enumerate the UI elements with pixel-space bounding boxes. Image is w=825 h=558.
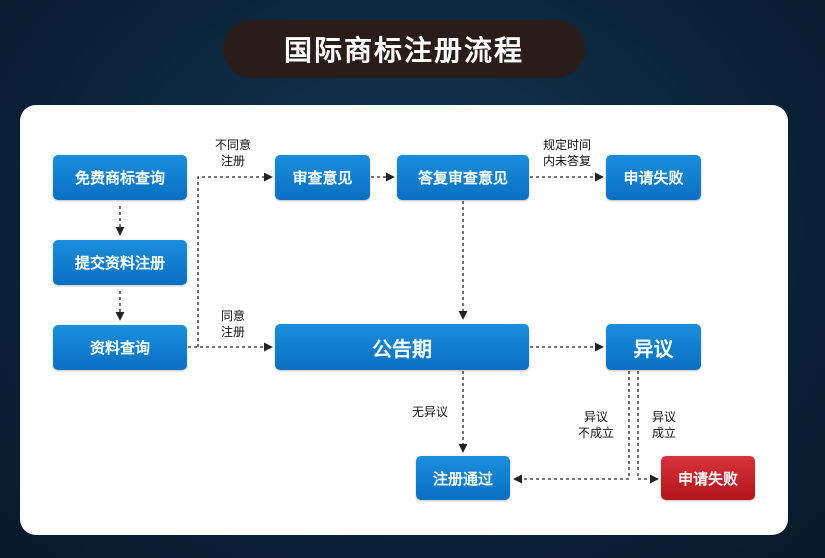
node-reply: 答复审查意见 [397,155,529,200]
node-fail-top: 申请失败 [606,155,701,200]
label-opposition-ok: 异议 成立 [651,410,676,440]
node-doc-review: 资料查询 [53,325,187,370]
title-banner: 国际商标注册流程 [223,20,585,78]
label-timeout: 规定时间 内未答复 [542,138,591,168]
label-not-agree: 不同意 注册 [214,138,251,168]
node-publication: 公告期 [275,324,529,370]
label-no-opposition: 无异议 [411,405,448,419]
label-agree: 同意 注册 [220,309,245,339]
page-title: 国际商标注册流程 [283,34,524,67]
arrow-oppfail-to-registered [513,371,630,484]
node-registered: 注册通过 [416,456,510,500]
arrow-notagree-to-examination [197,172,273,347]
arrow-oppok-to-fail [637,371,659,484]
node-fail-bottom: 申请失败 [661,456,755,500]
node-examination: 审查意见 [275,155,370,200]
node-opposition: 异议 [606,324,701,370]
node-free-search: 免费商标查询 [53,155,187,200]
label-opposition-fail: 异议 不成立 [577,410,614,440]
node-submit-docs: 提交资料注册 [53,240,187,285]
